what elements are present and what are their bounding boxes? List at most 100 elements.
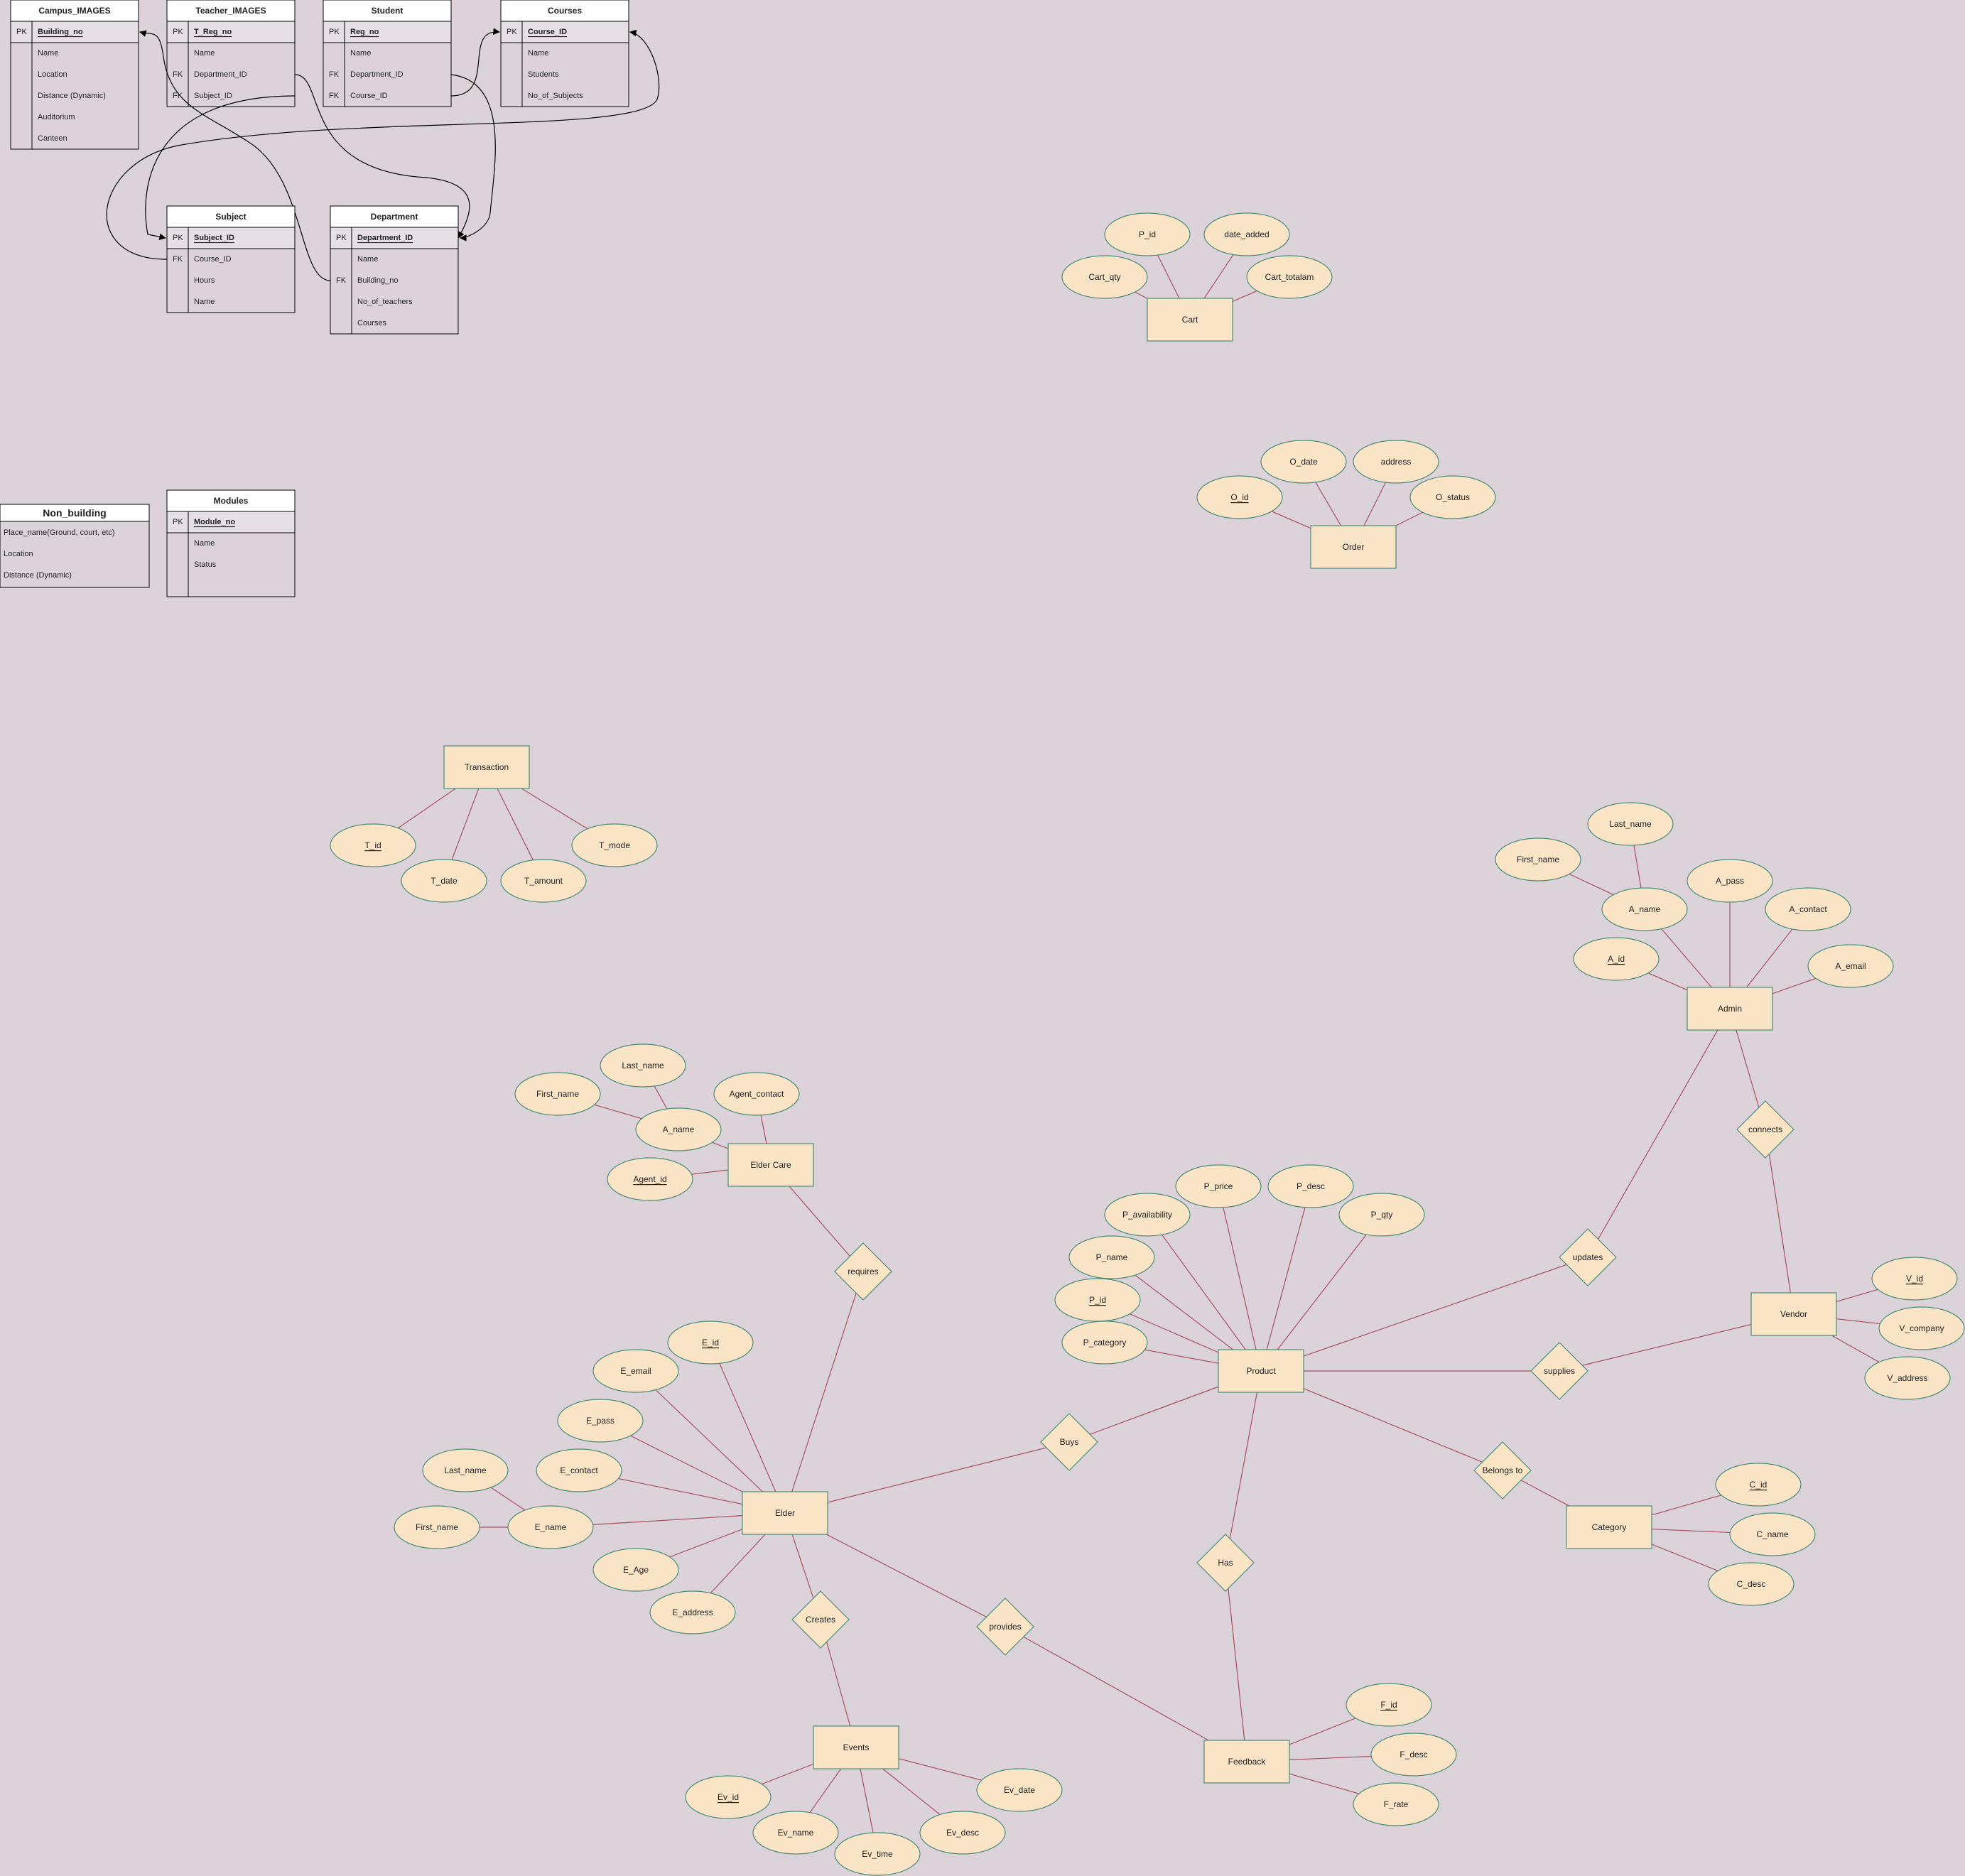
attribute-v_id[interactable]: V_id [1871, 1257, 1958, 1301]
relationship-label: connects [1748, 1124, 1782, 1134]
attribute-p_avail[interactable]: P_availability [1104, 1193, 1191, 1237]
attribute-p_id_cart[interactable]: P_id [1104, 212, 1191, 256]
connector-elder-e_email [635, 1370, 786, 1514]
relationship-supplies[interactable]: supplies [1530, 1342, 1588, 1400]
relationship-provides[interactable]: provides [976, 1598, 1034, 1656]
attribute-t_date[interactable]: T_date [401, 859, 487, 903]
attribute-o_id[interactable]: O_id [1196, 475, 1283, 519]
attribute-ev_time[interactable]: Ev_time [834, 1832, 921, 1876]
attribute-e_name[interactable]: E_name [507, 1505, 594, 1549]
attribute-ec_aname[interactable]: A_name [635, 1107, 722, 1151]
attribute-label: date_added [1224, 229, 1269, 239]
attribute-p_name[interactable]: P_name [1068, 1235, 1155, 1279]
relationship-connects[interactable]: connects [1736, 1100, 1795, 1159]
attribute-v_address[interactable]: V_address [1864, 1356, 1951, 1400]
relationship-updates[interactable]: updates [1559, 1228, 1617, 1286]
attribute-c_name[interactable]: C_name [1729, 1512, 1816, 1556]
attribute-a_email[interactable]: A_email [1807, 944, 1894, 988]
attribute-e_address[interactable]: E_address [649, 1590, 736, 1634]
attribute-cart_totalam[interactable]: Cart_totalam [1246, 255, 1333, 299]
attribute-el_last[interactable]: Last_name [422, 1448, 509, 1492]
attribute-label: E_Age [623, 1565, 649, 1575]
primary-key-field: T_Reg_no [194, 28, 232, 36]
entity-order[interactable]: Order [1310, 525, 1397, 569]
attribute-ec_first[interactable]: First_name [514, 1072, 601, 1116]
attribute-f_id[interactable]: F_id [1346, 1683, 1432, 1727]
table-field: Course_ID [194, 255, 232, 264]
entity-feedback[interactable]: Feedback [1203, 1740, 1290, 1784]
attribute-e_id[interactable]: E_id [667, 1321, 754, 1365]
attribute-ev_date[interactable]: Ev_date [976, 1768, 1063, 1812]
entity-elder[interactable]: Elder [742, 1491, 828, 1535]
entity-transaction[interactable]: Transaction [443, 745, 530, 789]
attribute-ev_desc[interactable]: Ev_desc [919, 1811, 1006, 1855]
attribute-a_contact[interactable]: A_contact [1765, 887, 1851, 931]
relationship-belongs[interactable]: Belongs to [1473, 1441, 1532, 1500]
attribute-label: F_desc [1400, 1750, 1427, 1760]
attribute-a_pass[interactable]: A_pass [1687, 859, 1773, 903]
entity-eldercare[interactable]: Elder Care [727, 1143, 814, 1187]
entity-product[interactable]: Product [1218, 1349, 1304, 1393]
attribute-ev_id[interactable]: Ev_id [685, 1775, 772, 1819]
attribute-c_desc[interactable]: C_desc [1708, 1562, 1795, 1606]
attribute-t_amount[interactable]: T_amount [500, 859, 587, 903]
attribute-e_pass[interactable]: E_pass [557, 1399, 644, 1443]
fk-connector-1 [294, 74, 470, 239]
attribute-agent_contact[interactable]: Agent_contact [713, 1072, 800, 1116]
attribute-p_desc[interactable]: P_desc [1267, 1164, 1354, 1208]
attribute-label: T_date [431, 876, 458, 886]
attribute-ec_last[interactable]: Last_name [600, 1043, 686, 1088]
key-marker: PK [329, 28, 340, 36]
attribute-ev_name[interactable]: Ev_name [752, 1811, 839, 1855]
relationship-buys[interactable]: Buys [1040, 1413, 1098, 1471]
attribute-e_email[interactable]: E_email [592, 1349, 679, 1393]
attribute-f_rate[interactable]: F_rate [1353, 1782, 1439, 1826]
entity-vendor[interactable]: Vendor [1750, 1292, 1837, 1336]
entity-admin[interactable]: Admin [1687, 987, 1773, 1031]
key-attribute-label: T_id [364, 840, 381, 850]
attribute-o_status[interactable]: O_status [1409, 475, 1496, 519]
attribute-c_id[interactable]: C_id [1715, 1463, 1802, 1507]
attribute-e_contact[interactable]: E_contact [536, 1448, 622, 1492]
attribute-f_desc[interactable]: F_desc [1370, 1733, 1457, 1777]
entity-label: Elder [775, 1508, 795, 1518]
attribute-label: O_status [1436, 492, 1470, 502]
attribute-a_id[interactable]: A_id [1573, 937, 1660, 981]
attribute-agent_id[interactable]: Agent_id [607, 1157, 693, 1201]
attribute-t_mode[interactable]: T_mode [571, 823, 658, 867]
relationship-creates[interactable]: Creates [791, 1590, 850, 1649]
relationship-requires[interactable]: requires [834, 1242, 892, 1301]
attribute-t_id[interactable]: T_id [330, 823, 416, 867]
attribute-p_qty[interactable]: P_qty [1338, 1193, 1425, 1237]
attribute-p_category[interactable]: P_category [1061, 1321, 1148, 1365]
attribute-cart_qty[interactable]: Cart_qty [1061, 255, 1148, 299]
attribute-a_name[interactable]: A_name [1601, 887, 1688, 931]
entity-category[interactable]: Category [1566, 1505, 1652, 1549]
table-field: No_of_teachers [357, 298, 413, 306]
attribute-e_age[interactable]: E_Age [592, 1548, 679, 1592]
entity-cart[interactable]: Cart [1147, 298, 1233, 342]
key-marker: PK [173, 234, 183, 242]
attribute-date_added[interactable]: date_added [1203, 212, 1290, 256]
attribute-label: A_email [1835, 961, 1866, 971]
attribute-address[interactable]: address [1353, 440, 1439, 484]
relationship-has[interactable]: Has [1196, 1534, 1255, 1592]
entity-events[interactable]: Events [813, 1725, 899, 1769]
attribute-o_date[interactable]: O_date [1260, 440, 1347, 484]
attribute-adm_first[interactable]: First_name [1495, 837, 1581, 882]
attribute-v_company[interactable]: V_company [1878, 1306, 1965, 1350]
attribute-adm_last[interactable]: Last_name [1587, 802, 1674, 846]
attribute-p_price[interactable]: P_price [1175, 1164, 1262, 1208]
attribute-el_first[interactable]: First_name [394, 1505, 480, 1549]
entity-label: Order [1343, 542, 1365, 552]
attribute-p_id[interactable]: P_id [1054, 1278, 1141, 1322]
